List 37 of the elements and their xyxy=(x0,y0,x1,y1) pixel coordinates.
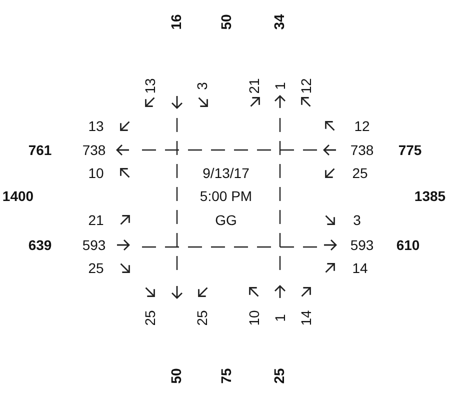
volume-count: 1 xyxy=(273,82,287,90)
volume-total: 775 xyxy=(398,143,422,157)
info-text: GG xyxy=(215,213,237,227)
volume-total: 761 xyxy=(28,143,52,157)
volume-count: 738 xyxy=(82,143,106,157)
volume-count: 13 xyxy=(88,119,104,133)
volume-total: 610 xyxy=(396,238,420,252)
volume-count: 25 xyxy=(195,310,209,326)
volume-total: 50 xyxy=(169,368,183,384)
volume-count: 12 xyxy=(299,78,313,94)
volume-count: 25 xyxy=(143,310,157,326)
volume-count: 14 xyxy=(299,310,313,326)
volume-count: 3 xyxy=(195,82,209,90)
info-text: 9/13/17 xyxy=(202,166,250,180)
volume-count: 25 xyxy=(88,261,104,275)
volume-total: 75 xyxy=(219,368,233,384)
volume-total: 1385 xyxy=(414,189,446,203)
volume-count: 738 xyxy=(350,143,374,157)
volume-total: 34 xyxy=(272,14,286,30)
volume-count: 21 xyxy=(247,78,261,94)
info-text: 5:00 PM xyxy=(200,189,252,203)
volume-count: 13 xyxy=(143,78,157,94)
volume-count: 12 xyxy=(354,119,370,133)
volume-count: 21 xyxy=(88,213,104,227)
volume-count: 14 xyxy=(352,261,368,275)
volume-total: 16 xyxy=(169,14,183,30)
volume-count: 1 xyxy=(273,314,287,322)
volume-total: 25 xyxy=(272,368,286,384)
volume-count: 593 xyxy=(82,238,106,252)
volume-count: 25 xyxy=(352,166,368,180)
volume-count: 593 xyxy=(350,238,374,252)
volume-count: 10 xyxy=(88,166,104,180)
volume-total: 639 xyxy=(28,238,52,252)
volume-total: 1400 xyxy=(2,189,34,203)
volume-count: 10 xyxy=(247,310,261,326)
volume-total: 50 xyxy=(219,14,233,30)
volume-count: 3 xyxy=(353,213,361,227)
